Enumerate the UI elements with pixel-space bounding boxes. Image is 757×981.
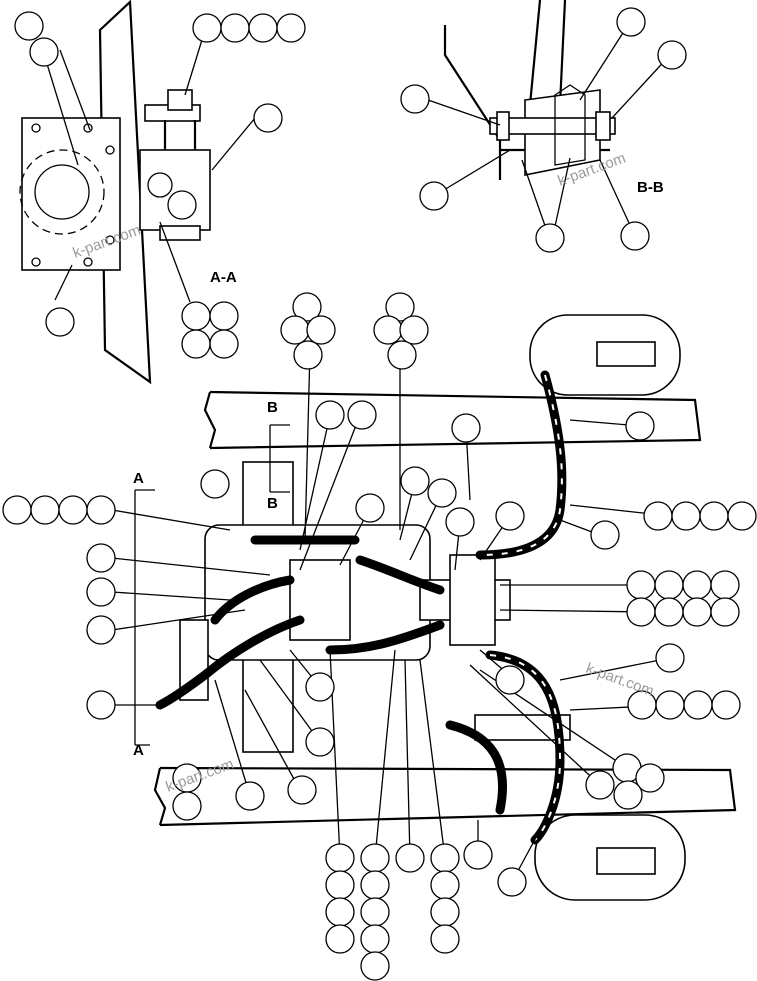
section-marker-b-bottom: B bbox=[267, 495, 278, 512]
main-assembly-view: A A B B bbox=[111, 314, 737, 901]
section-marker-b-top: B bbox=[267, 399, 278, 416]
watermark-text: k-part.com bbox=[584, 660, 656, 700]
callout-bubbles bbox=[2, 7, 757, 981]
section-marker-a-top: A bbox=[133, 470, 144, 487]
section-bb-label: B-B bbox=[637, 179, 664, 196]
watermarks: k-part.com k-part.com k-part.com k-part.… bbox=[71, 150, 656, 796]
section-marker-a-bottom: A bbox=[133, 742, 144, 759]
detail-bb-view: B-B bbox=[427, 0, 671, 241]
detail-aa-view: A-A bbox=[19, 0, 256, 385]
section-aa-label: A-A bbox=[210, 269, 237, 286]
watermark-text: k-part.com bbox=[164, 756, 236, 796]
